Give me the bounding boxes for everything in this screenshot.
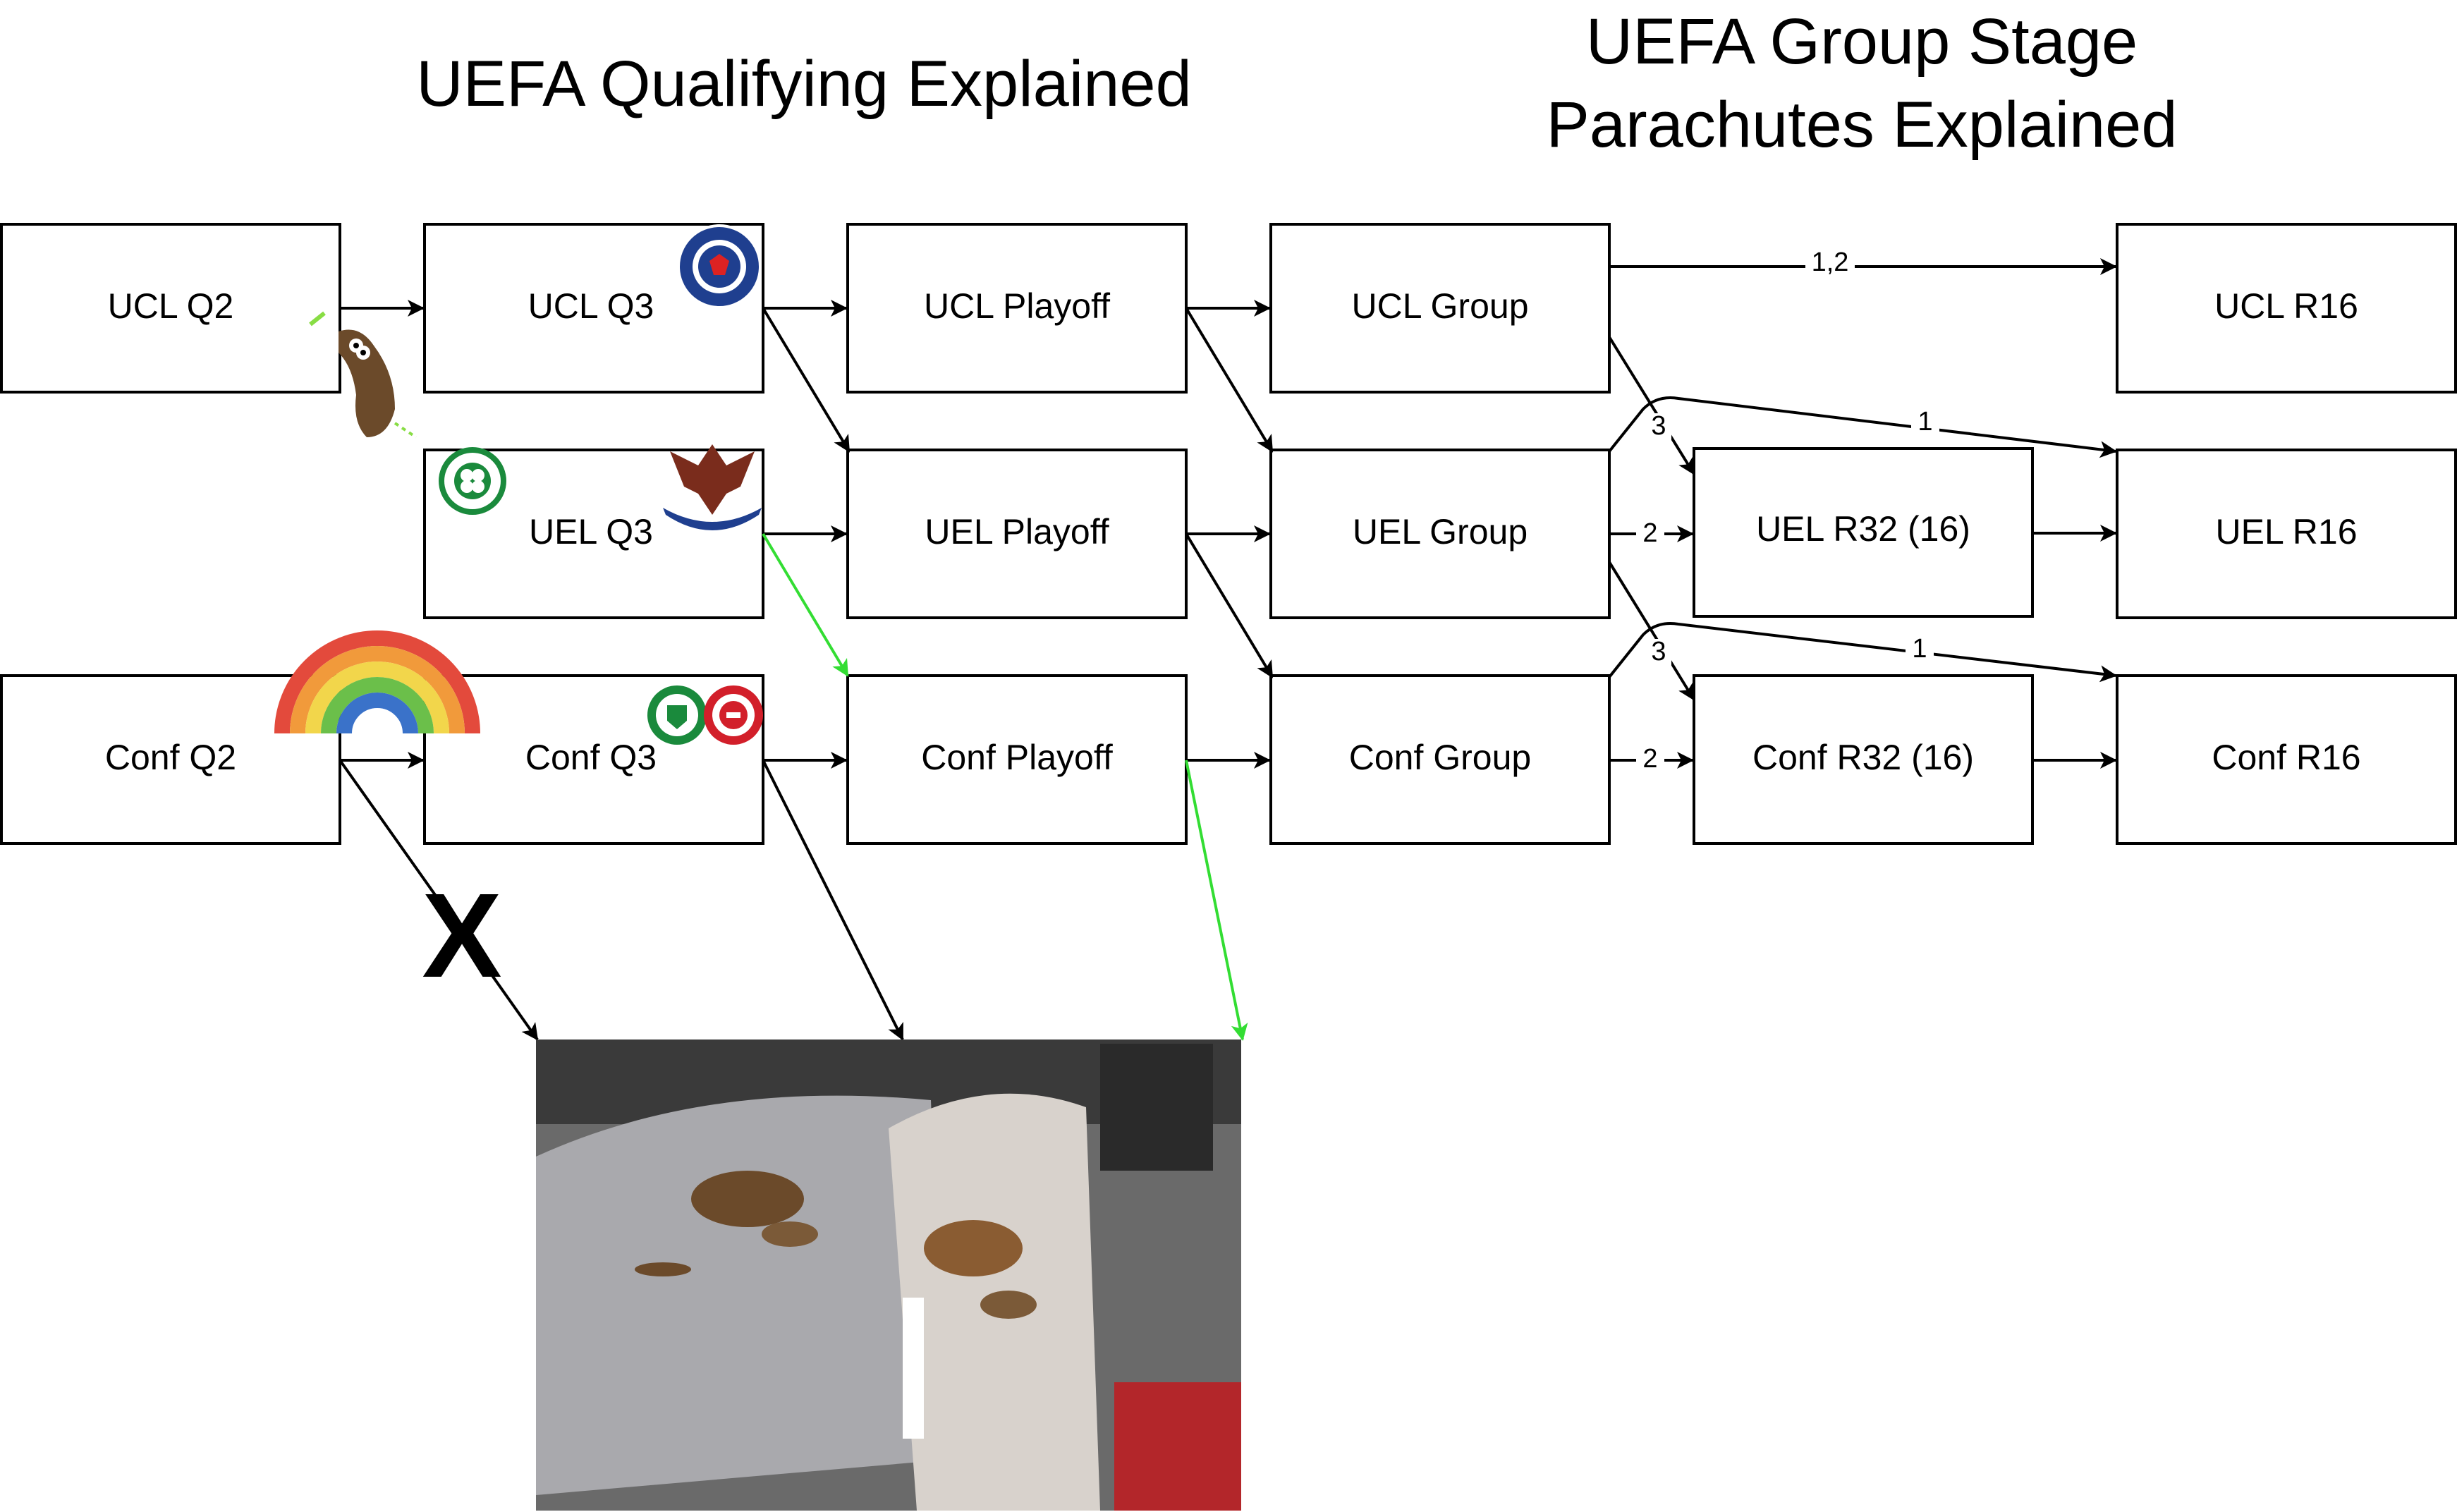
aberdeen-crest-icon bbox=[704, 685, 763, 745]
node-ucl-group bbox=[1269, 223, 1611, 394]
label-conf-r16: Conf R16 bbox=[2212, 738, 2360, 777]
node-conf-r16 bbox=[2116, 674, 2457, 845]
rainbow-icon bbox=[274, 630, 480, 734]
hibernian-crest-icon bbox=[647, 685, 707, 745]
qualifying-title: UEFA Qualifying Explained bbox=[416, 48, 1192, 120]
label-conf-group: Conf Group bbox=[1349, 738, 1531, 777]
node-conf-group bbox=[1269, 674, 1611, 845]
celtic-crest-icon bbox=[439, 447, 506, 515]
label-ucl-playoff: UCL Playoff bbox=[924, 286, 1110, 326]
edge-uel-q3-conf-playoff-green bbox=[762, 532, 849, 677]
edge-ucl-playoff-uel-group bbox=[1185, 307, 1274, 453]
edge-label-ucl-group-r16: 1,2 bbox=[1812, 248, 1849, 277]
node-uel-group bbox=[1269, 449, 1611, 619]
st-johnstone-crest-icon bbox=[663, 444, 762, 530]
edge-uel-group-conf-r32 bbox=[1608, 561, 1695, 701]
label-ucl-q2: UCL Q2 bbox=[108, 286, 234, 326]
photo-messy-bed bbox=[536, 1040, 1241, 1511]
edge-ucl-group-uel-r32 bbox=[1608, 336, 1695, 475]
node-ucl-r16 bbox=[2116, 223, 2457, 394]
label-conf-q3: Conf Q3 bbox=[525, 738, 657, 777]
edge-label-uel-group-uel-r16: 1 bbox=[1918, 407, 1932, 437]
node-uel-r32 bbox=[1693, 447, 2034, 618]
label-uel-r16: UEL R16 bbox=[2215, 512, 2357, 551]
poop-character-icon bbox=[309, 311, 417, 439]
edge-conf-q2-eliminated bbox=[339, 759, 539, 1041]
group-stage-title: UEFA Group Stage Parachutes Explained bbox=[1546, 6, 2178, 161]
label-ucl-r16: UCL R16 bbox=[2214, 286, 2358, 326]
label-conf-q2: Conf Q2 bbox=[105, 738, 236, 777]
label-uel-group: UEL Group bbox=[1353, 512, 1528, 551]
edge-label-conf-group-conf-r32: 2 bbox=[1642, 744, 1657, 774]
label-conf-r32: Conf R32 (16) bbox=[1752, 738, 1974, 777]
edge-conf-group-conf-r16 bbox=[1608, 622, 2117, 683]
rangers-crest-icon bbox=[677, 224, 762, 309]
label-ucl-q3: UCL Q3 bbox=[528, 286, 654, 326]
edge-label-conf-group-conf-r16: 1 bbox=[1912, 634, 1927, 664]
edge-conf-playoff-eliminated-green bbox=[1185, 760, 1248, 1041]
node-uel-playoff bbox=[846, 449, 1188, 619]
node-conf-r32 bbox=[1693, 674, 2034, 845]
label-conf-playoff: Conf Playoff bbox=[921, 738, 1113, 777]
edge-label-uel-group-uel-r32: 2 bbox=[1642, 518, 1657, 548]
edge-conf-q3-eliminated bbox=[762, 760, 904, 1041]
edge-label-ucl-group-uel-r32: 3 bbox=[1651, 411, 1666, 441]
cross-mark: X bbox=[422, 869, 501, 1003]
edge-ucl-q3-uel-playoff bbox=[762, 307, 850, 453]
node-ucl-playoff bbox=[846, 223, 1188, 394]
node-conf-playoff bbox=[846, 674, 1188, 845]
label-uel-r32: UEL R32 (16) bbox=[1756, 509, 1970, 549]
label-uel-playoff: UEL Playoff bbox=[925, 512, 1109, 551]
edge-uel-group-uel-r16 bbox=[1608, 396, 2117, 458]
edge-uel-playoff-conf-group bbox=[1185, 532, 1274, 678]
edge-label-uel-group-conf-r32: 3 bbox=[1651, 637, 1666, 666]
label-uel-q3: UEL Q3 bbox=[529, 512, 653, 551]
label-ucl-group: UCL Group bbox=[1351, 286, 1528, 326]
node-uel-r16 bbox=[2116, 449, 2457, 619]
